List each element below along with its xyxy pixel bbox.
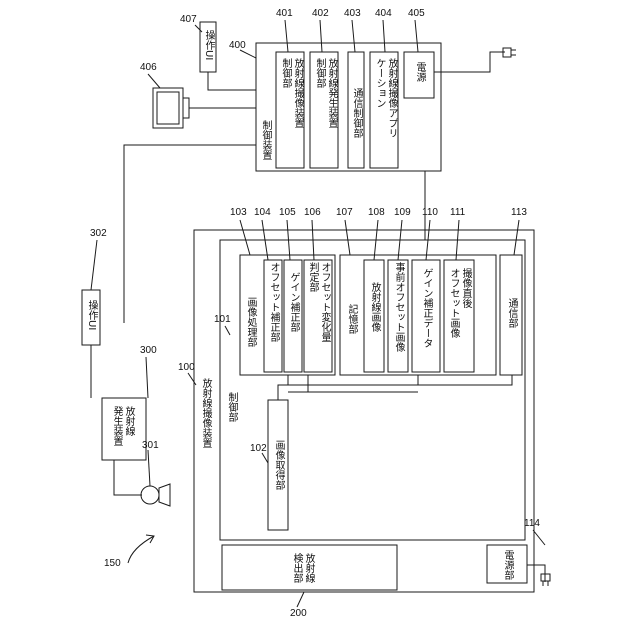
arrow-150-head xyxy=(146,535,154,543)
ref-401: 401 xyxy=(276,8,293,19)
leader-113 xyxy=(514,220,519,255)
label-communication-unit: 通信部 xyxy=(505,298,517,328)
leader-301 xyxy=(148,450,150,486)
leader-103 xyxy=(240,220,250,255)
label-operation-ui-top: 操作UI xyxy=(202,30,214,60)
leader-405 xyxy=(415,20,418,52)
storage-block xyxy=(340,255,496,375)
label-control-device: 制御装置 xyxy=(259,120,271,160)
leader-401 xyxy=(285,20,288,52)
leader-404 xyxy=(383,20,385,52)
ref-407: 407 xyxy=(180,14,197,25)
label-ctrl-power: 電源 xyxy=(413,62,425,82)
label-offset-correction-unit: オフセット補正部 xyxy=(267,262,279,342)
label-gain-correction-data: ゲイン補正データ xyxy=(420,268,432,348)
ref-110: 110 xyxy=(422,207,438,218)
ref-300: 300 xyxy=(140,345,157,356)
label-post-capture-offset-image: 撮像直後 オフセット画像 xyxy=(447,268,471,338)
ref-109: 109 xyxy=(394,207,411,218)
leader-107 xyxy=(345,220,350,255)
label-ctrl-comm-controller: 通信制御部 xyxy=(350,88,362,138)
ref-200: 200 xyxy=(290,608,307,619)
ref-113: 113 xyxy=(511,207,527,218)
ref-302: 302 xyxy=(90,228,107,239)
label-radiation-imaging-device: 放射線撮像装置 xyxy=(199,378,211,448)
label-offset-change-judgment: オフセット変化量 判定部 xyxy=(306,262,330,342)
xray-tube-head xyxy=(159,484,170,506)
label-storage-unit: 記憶部 xyxy=(345,304,357,334)
leader-300 xyxy=(146,357,148,398)
leader-102 xyxy=(262,453,268,463)
ref-106: 106 xyxy=(304,207,321,218)
leader-100 xyxy=(188,373,196,385)
label-ctrl-imaging-controller: 放射線撮像装置 制御部 xyxy=(279,58,303,128)
leader-406 xyxy=(148,74,160,88)
ref-301: 301 xyxy=(142,440,159,451)
leader-400 xyxy=(240,50,256,58)
label-ctrl-imaging-app: 放射線撮像アプリ ケーション xyxy=(373,58,397,138)
label-image-acquisition-unit: 画像取得部 xyxy=(272,440,284,490)
label-radiation-image: 放射線画像 xyxy=(368,282,380,332)
label-power-unit: 電源部 xyxy=(501,550,513,580)
leader-200 xyxy=(297,592,304,607)
ref-403: 403 xyxy=(344,8,361,19)
bus-line xyxy=(278,375,512,400)
monitor-406-stand xyxy=(183,98,189,118)
arrow-150 xyxy=(128,536,154,563)
ref-114: 114 xyxy=(524,518,540,529)
label-ctrl-generator-controller: 放射線発生装置 制御部 xyxy=(313,58,337,128)
leader-101 xyxy=(225,326,230,335)
leader-114 xyxy=(533,530,545,545)
ref-405: 405 xyxy=(408,8,425,19)
label-operation-ui-left: 操作UI xyxy=(85,300,97,330)
ref-108: 108 xyxy=(368,207,385,218)
label-image-processing-unit: 画像処理部 xyxy=(244,297,256,347)
ref-400: 400 xyxy=(229,40,246,51)
ref-102: 102 xyxy=(250,443,267,454)
ref-111: 111 xyxy=(450,207,465,218)
monitor-406-screen xyxy=(157,92,179,124)
ref-104: 104 xyxy=(254,207,271,218)
ref-402: 402 xyxy=(312,8,329,19)
ref-101: 101 xyxy=(214,314,231,325)
leader-403 xyxy=(352,20,355,52)
label-radiation-generator: 放射線 発生装置 xyxy=(110,406,134,446)
label-pre-offset-image: 事前オフセット画像 xyxy=(392,262,404,352)
ref-103: 103 xyxy=(230,207,247,218)
leader-407 xyxy=(195,25,202,32)
label-control-unit: 制御部 xyxy=(225,392,237,422)
ref-100: 100 xyxy=(178,362,195,373)
ref-107: 107 xyxy=(336,207,353,218)
xray-tube xyxy=(141,486,159,504)
ref-404: 404 xyxy=(375,8,392,19)
label-radiation-detection-unit: 放射線 検出部 xyxy=(290,553,314,583)
power-cord-405 xyxy=(434,52,505,72)
ref-105: 105 xyxy=(279,207,296,218)
leader-402 xyxy=(320,20,322,52)
ref-406: 406 xyxy=(140,62,157,73)
generator-to-tube xyxy=(114,460,142,495)
ref-150: 150 xyxy=(104,558,121,569)
leader-302 xyxy=(91,240,97,290)
ui-top-link xyxy=(208,72,256,90)
label-gain-correction-unit: ゲイン補正部 xyxy=(287,272,299,332)
ctrl-to-generator-link xyxy=(124,145,256,323)
